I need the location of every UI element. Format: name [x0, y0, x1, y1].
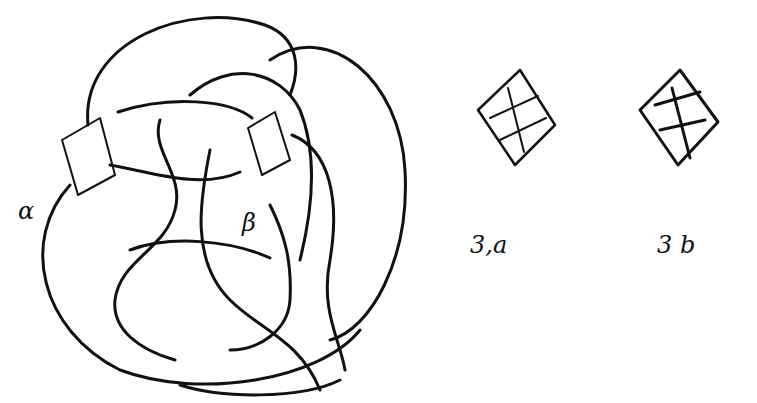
inset-figure [655, 88, 705, 158]
knot-strand [118, 102, 252, 118]
figure-label: β [240, 210, 258, 236]
knot-strand [115, 120, 177, 360]
figure-label: α [16, 198, 36, 224]
inset-figure [478, 70, 555, 165]
knot-strand [110, 165, 240, 180]
knot-strand [180, 380, 340, 395]
figure-label: 3 b [655, 232, 697, 258]
knot-strand [130, 241, 270, 258]
knot-strand [292, 135, 345, 370]
box-marker [62, 118, 115, 195]
box-marker [248, 112, 290, 175]
knot-strand [230, 205, 290, 350]
knot-strand [88, 18, 296, 125]
figure-label: 3,a [468, 232, 509, 258]
inset-figure [640, 70, 718, 165]
knot-strand [201, 150, 320, 390]
inset-figure [490, 88, 546, 152]
